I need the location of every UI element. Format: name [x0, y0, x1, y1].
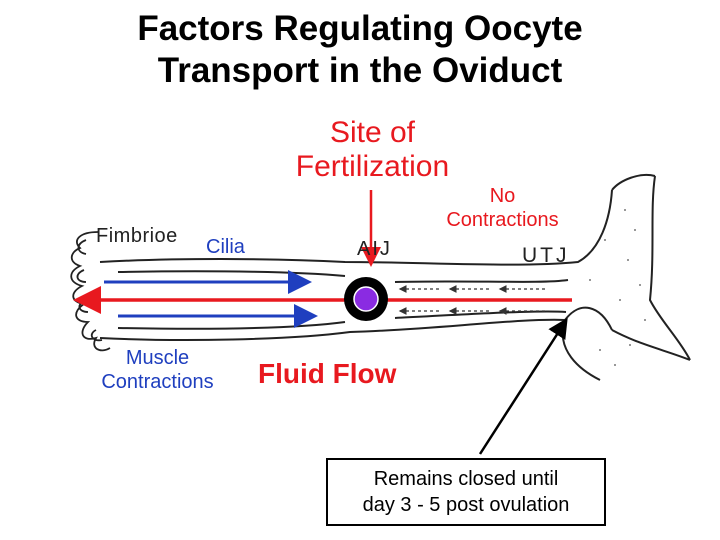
muscle-line-2: Contractions: [101, 371, 214, 393]
no-contractions-line-2: Contractions: [446, 209, 559, 231]
oocyte-core: [353, 286, 379, 312]
utj-label: UTJ: [522, 244, 570, 267]
aij-label: AIJ: [357, 238, 392, 260]
page-title: Factors Regulating Oocyte Transport in t…: [0, 8, 720, 92]
isthmus-flow-arrows: [398, 285, 545, 315]
fluid-flow-label: Fluid Flow: [258, 358, 397, 389]
site-line-1: Site of: [329, 116, 416, 149]
site-of-fertilization-label: Site of Fertilization: [270, 116, 475, 184]
utj-closed-pointer: [478, 317, 568, 455]
fimbriae-drawing: [70, 231, 111, 352]
fimbriae-label: Fimbrioe: [96, 225, 178, 247]
remains-line-2: day 3 - 5 post ovulation: [362, 494, 570, 516]
no-contractions-label: No Contractions: [420, 184, 585, 232]
no-contractions-line-1: No: [489, 185, 516, 207]
title-line-1: Factors Regulating Oocyte: [137, 9, 583, 48]
stippling: [589, 209, 646, 366]
muscle-line-1: Muscle: [125, 347, 190, 369]
title-line-2: Transport in the Oviduct: [157, 51, 563, 90]
muscle-contractions-label: Muscle Contractions: [70, 346, 245, 394]
remains-line-1: Remains closed until: [373, 468, 559, 490]
site-line-2: Fertilization: [295, 150, 450, 183]
remains-closed-box: Remains closed until day 3 - 5 post ovul…: [326, 458, 606, 526]
cilia-label: Cilia: [206, 236, 245, 258]
